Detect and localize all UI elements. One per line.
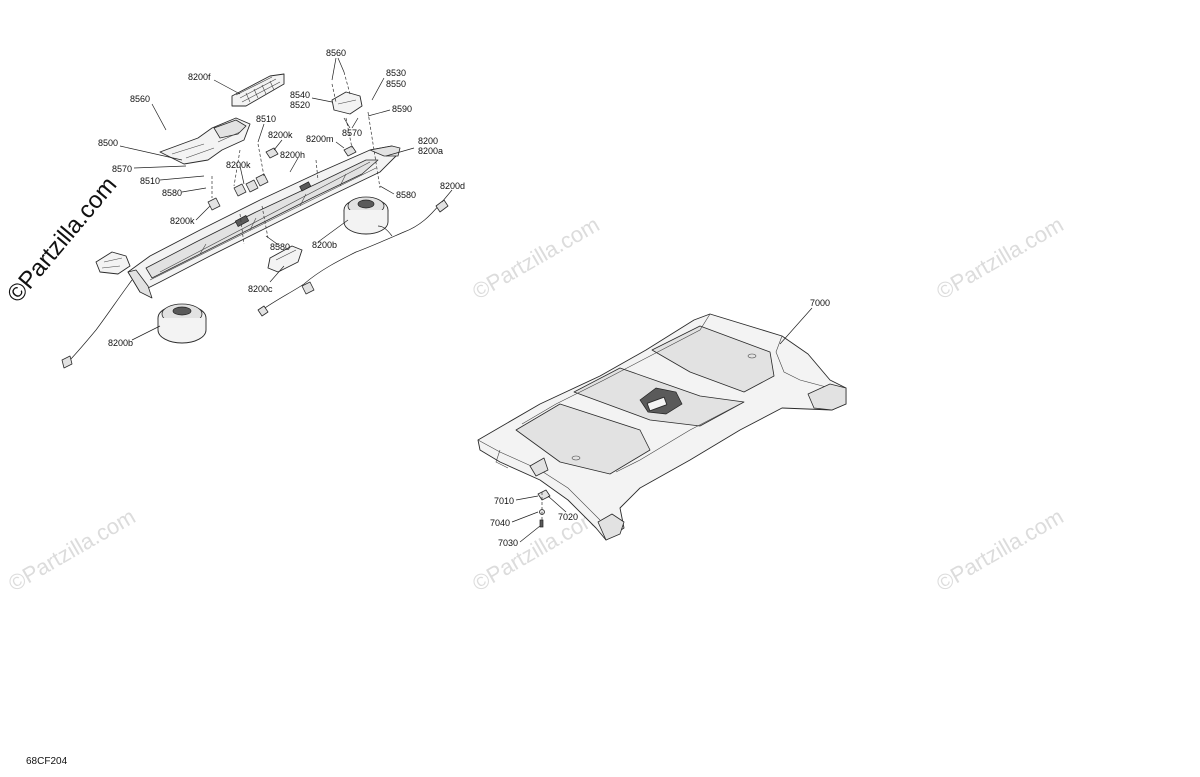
- callout-8540: 8540: [290, 90, 310, 100]
- callout-7030: 7030: [498, 538, 518, 548]
- callout-7040: 7040: [490, 518, 510, 528]
- hardware-7010: [537, 489, 551, 501]
- roof-panel-assembly: [477, 313, 847, 541]
- wire-harness-8200d: [261, 203, 441, 311]
- clip-8200k: [245, 179, 259, 193]
- module-8200c: [267, 245, 303, 273]
- callout-8590: 8590: [392, 104, 412, 114]
- roof-panel-recess-left: [515, 403, 651, 475]
- watermark-text-emphasis: ©Partzilla.com: [2, 172, 122, 308]
- callout-7010: 7010: [494, 496, 514, 506]
- clip-8200k: [255, 173, 269, 187]
- bracket-8520: [331, 91, 363, 115]
- callout-8200m: 8200m: [306, 134, 334, 144]
- callout-8200k-top: 8200k: [268, 130, 293, 140]
- watermark-text: ©Partzilla.com: [4, 504, 140, 597]
- callout-8510-top: 8510: [256, 114, 276, 124]
- callout-8550: 8550: [386, 79, 406, 89]
- callout-8200b-upper: 8200b: [312, 240, 337, 250]
- callout-8560-left: 8560: [130, 94, 150, 104]
- watermark-text: ©Partzilla.com: [932, 212, 1068, 305]
- sound-bar-assembly: [61, 71, 449, 369]
- callout-8570-top: 8570: [342, 128, 362, 138]
- callout-8200c: 8200c: [248, 284, 273, 294]
- callout-8200: 8200: [418, 136, 438, 146]
- clip-8200k: [233, 183, 247, 197]
- callout-8570-left: 8570: [112, 164, 132, 174]
- roof-panel-recess-right: [651, 325, 775, 393]
- callout-labels: 8200f 8560 8530 8550 8540 8520 8590 8560…: [98, 48, 830, 548]
- mount-bracket-left: [95, 251, 131, 275]
- callout-8580-left: 8580: [162, 188, 182, 198]
- callout-8200a: 8200a: [418, 146, 443, 156]
- grille-8200f: [231, 73, 285, 107]
- callout-8200k-mid: 8200k: [226, 160, 251, 170]
- watermark-text: ©Partzilla.com: [468, 212, 604, 305]
- callout-7020: 7020: [558, 512, 578, 522]
- clip-8200m: [343, 145, 357, 157]
- callout-7000: 7000: [810, 298, 830, 308]
- speaker-8200b-lower: [157, 303, 207, 344]
- callout-8530: 8530: [386, 68, 406, 78]
- clip-8200k: [207, 197, 221, 211]
- speaker-8200b-upper: [343, 196, 389, 235]
- hardware-7030: [539, 519, 544, 528]
- callout-8200d: 8200d: [440, 181, 465, 191]
- callout-8200f: 8200f: [188, 72, 211, 82]
- diagram-code: 68CF204: [26, 756, 68, 767]
- watermark-text: ©Partzilla.com: [468, 504, 604, 597]
- callout-8500: 8500: [98, 138, 118, 148]
- callout-8560-top: 8560: [326, 48, 346, 58]
- callout-8520: 8520: [290, 100, 310, 110]
- housing-end-cap: [127, 269, 153, 299]
- callout-8580-right: 8580: [396, 190, 416, 200]
- callout-8510-left: 8510: [140, 176, 160, 186]
- callout-8200h: 8200h: [280, 150, 305, 160]
- callout-8200k-low: 8200k: [170, 216, 195, 226]
- watermark-text: ©Partzilla.com: [932, 504, 1068, 597]
- watermarks: ©Partzilla.com ©Partzilla.com ©Partzilla…: [2, 172, 1068, 597]
- callout-8580-low: 8580: [270, 242, 290, 252]
- callout-8200b-lower: 8200b: [108, 338, 133, 348]
- wire-harness-lower: [67, 279, 133, 363]
- clip-8200k: [265, 147, 279, 159]
- leader-lines: [119, 57, 813, 543]
